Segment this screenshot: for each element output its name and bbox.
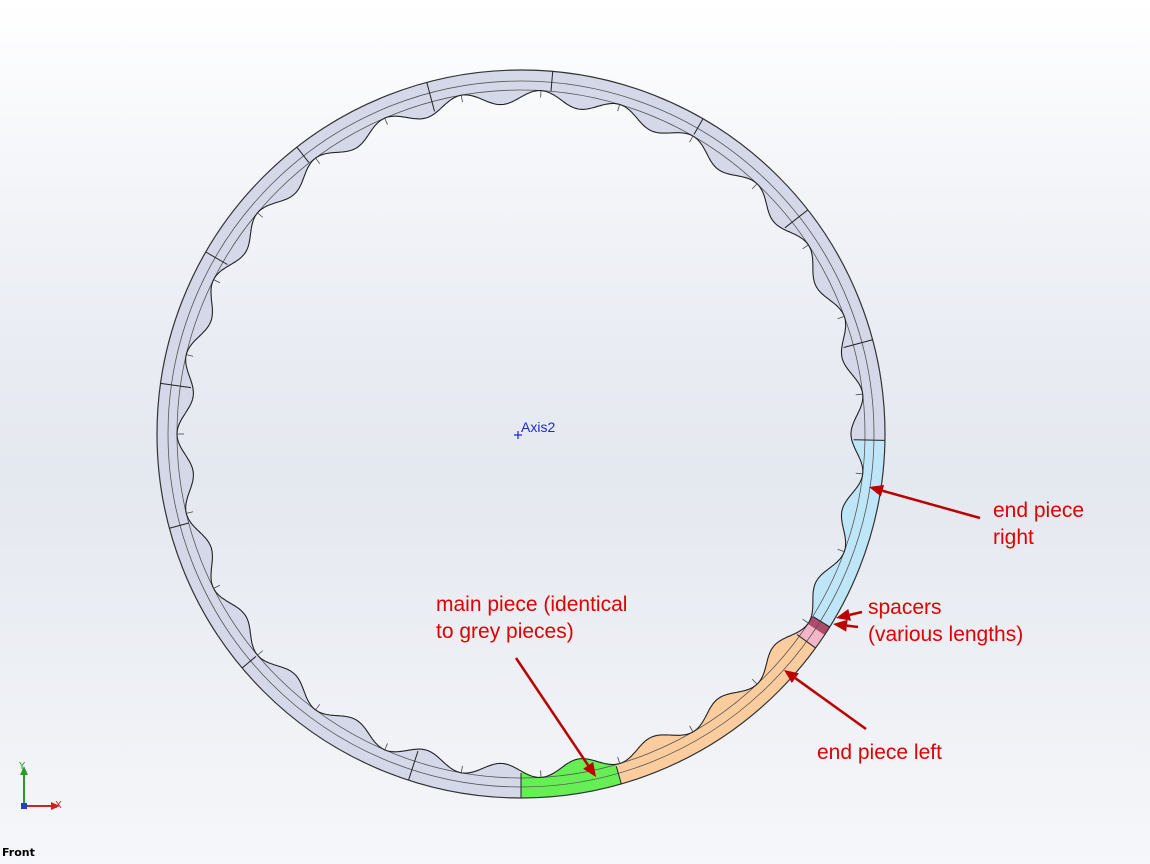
axis2-label: Axis2 — [521, 419, 555, 435]
segment-joint — [796, 634, 816, 649]
wave-tick — [837, 548, 845, 553]
wave-tick — [213, 279, 221, 284]
wave-tick — [315, 157, 321, 164]
main-piece — [521, 758, 622, 798]
spacer-dark — [807, 615, 830, 635]
axis2-marker[interactable]: Axis2 — [514, 419, 555, 439]
segment-joint — [205, 251, 228, 265]
annotation-arrow-line — [882, 489, 981, 520]
wave-tick — [855, 393, 863, 396]
annotation-arrow-line — [514, 657, 590, 767]
coordinate-triad[interactable]: Y X — [18, 761, 62, 811]
annotation-arrow-line — [849, 610, 863, 617]
wave-tick — [751, 183, 758, 190]
wave-tick — [257, 650, 264, 656]
annotation-arrowhead — [869, 484, 885, 497]
label-end-piece-left: end piece left — [817, 741, 942, 764]
ring-pieces — [156, 69, 886, 799]
label-spacers: spacers (various lengths) — [868, 596, 1024, 646]
wave-tick — [186, 354, 194, 357]
annotation-arrowhead — [833, 619, 848, 632]
wave-tick — [617, 104, 621, 112]
label-end-piece-right: end piece right — [993, 499, 1085, 549]
label-main-piece: main piece (identical to grey pieces) — [436, 593, 628, 643]
wave-tick — [837, 315, 845, 320]
segment-joint — [169, 522, 189, 529]
annotation-arrow-line — [846, 624, 859, 629]
annotation-arrowhead — [583, 762, 596, 777]
segment-joint — [853, 439, 885, 441]
wave-tick — [802, 618, 809, 624]
end-piece-right — [811, 439, 885, 627]
wave-tick — [617, 756, 621, 764]
wave-tick — [751, 678, 758, 685]
segment-joint — [241, 656, 257, 669]
wave-tick — [384, 743, 388, 751]
segment-joint — [426, 82, 436, 112]
annotation-arrow-line — [794, 677, 867, 731]
segment-joint — [784, 209, 809, 229]
annotation-arrows — [514, 484, 981, 777]
wave-tick — [855, 472, 863, 475]
wave-tick — [689, 135, 694, 143]
segment-joint — [160, 382, 191, 389]
triad-y-label: Y — [18, 761, 26, 772]
segment-joint — [408, 750, 419, 781]
segment-joint — [296, 146, 310, 163]
wave-tick — [186, 511, 194, 514]
wave-tick — [315, 704, 321, 711]
triad-x-label: X — [55, 800, 62, 811]
segment-joint — [843, 339, 873, 349]
wave-tick — [460, 95, 463, 103]
end-piece-left — [615, 633, 816, 784]
wave-tick — [689, 725, 694, 733]
spacer-light — [795, 623, 825, 648]
annotation-arrowhead — [784, 670, 799, 684]
segment-joint — [693, 118, 704, 135]
wave-tick — [257, 212, 264, 218]
wave-tick — [460, 765, 463, 773]
segment-joint — [615, 766, 622, 785]
annotation-arrowhead — [836, 609, 851, 621]
wave-tick — [802, 244, 809, 250]
wave-tick — [384, 117, 388, 125]
wave-tick — [213, 584, 221, 589]
segment-joint — [550, 71, 554, 92]
view-orientation-label: Front — [2, 846, 35, 859]
segment-joint — [813, 616, 830, 628]
